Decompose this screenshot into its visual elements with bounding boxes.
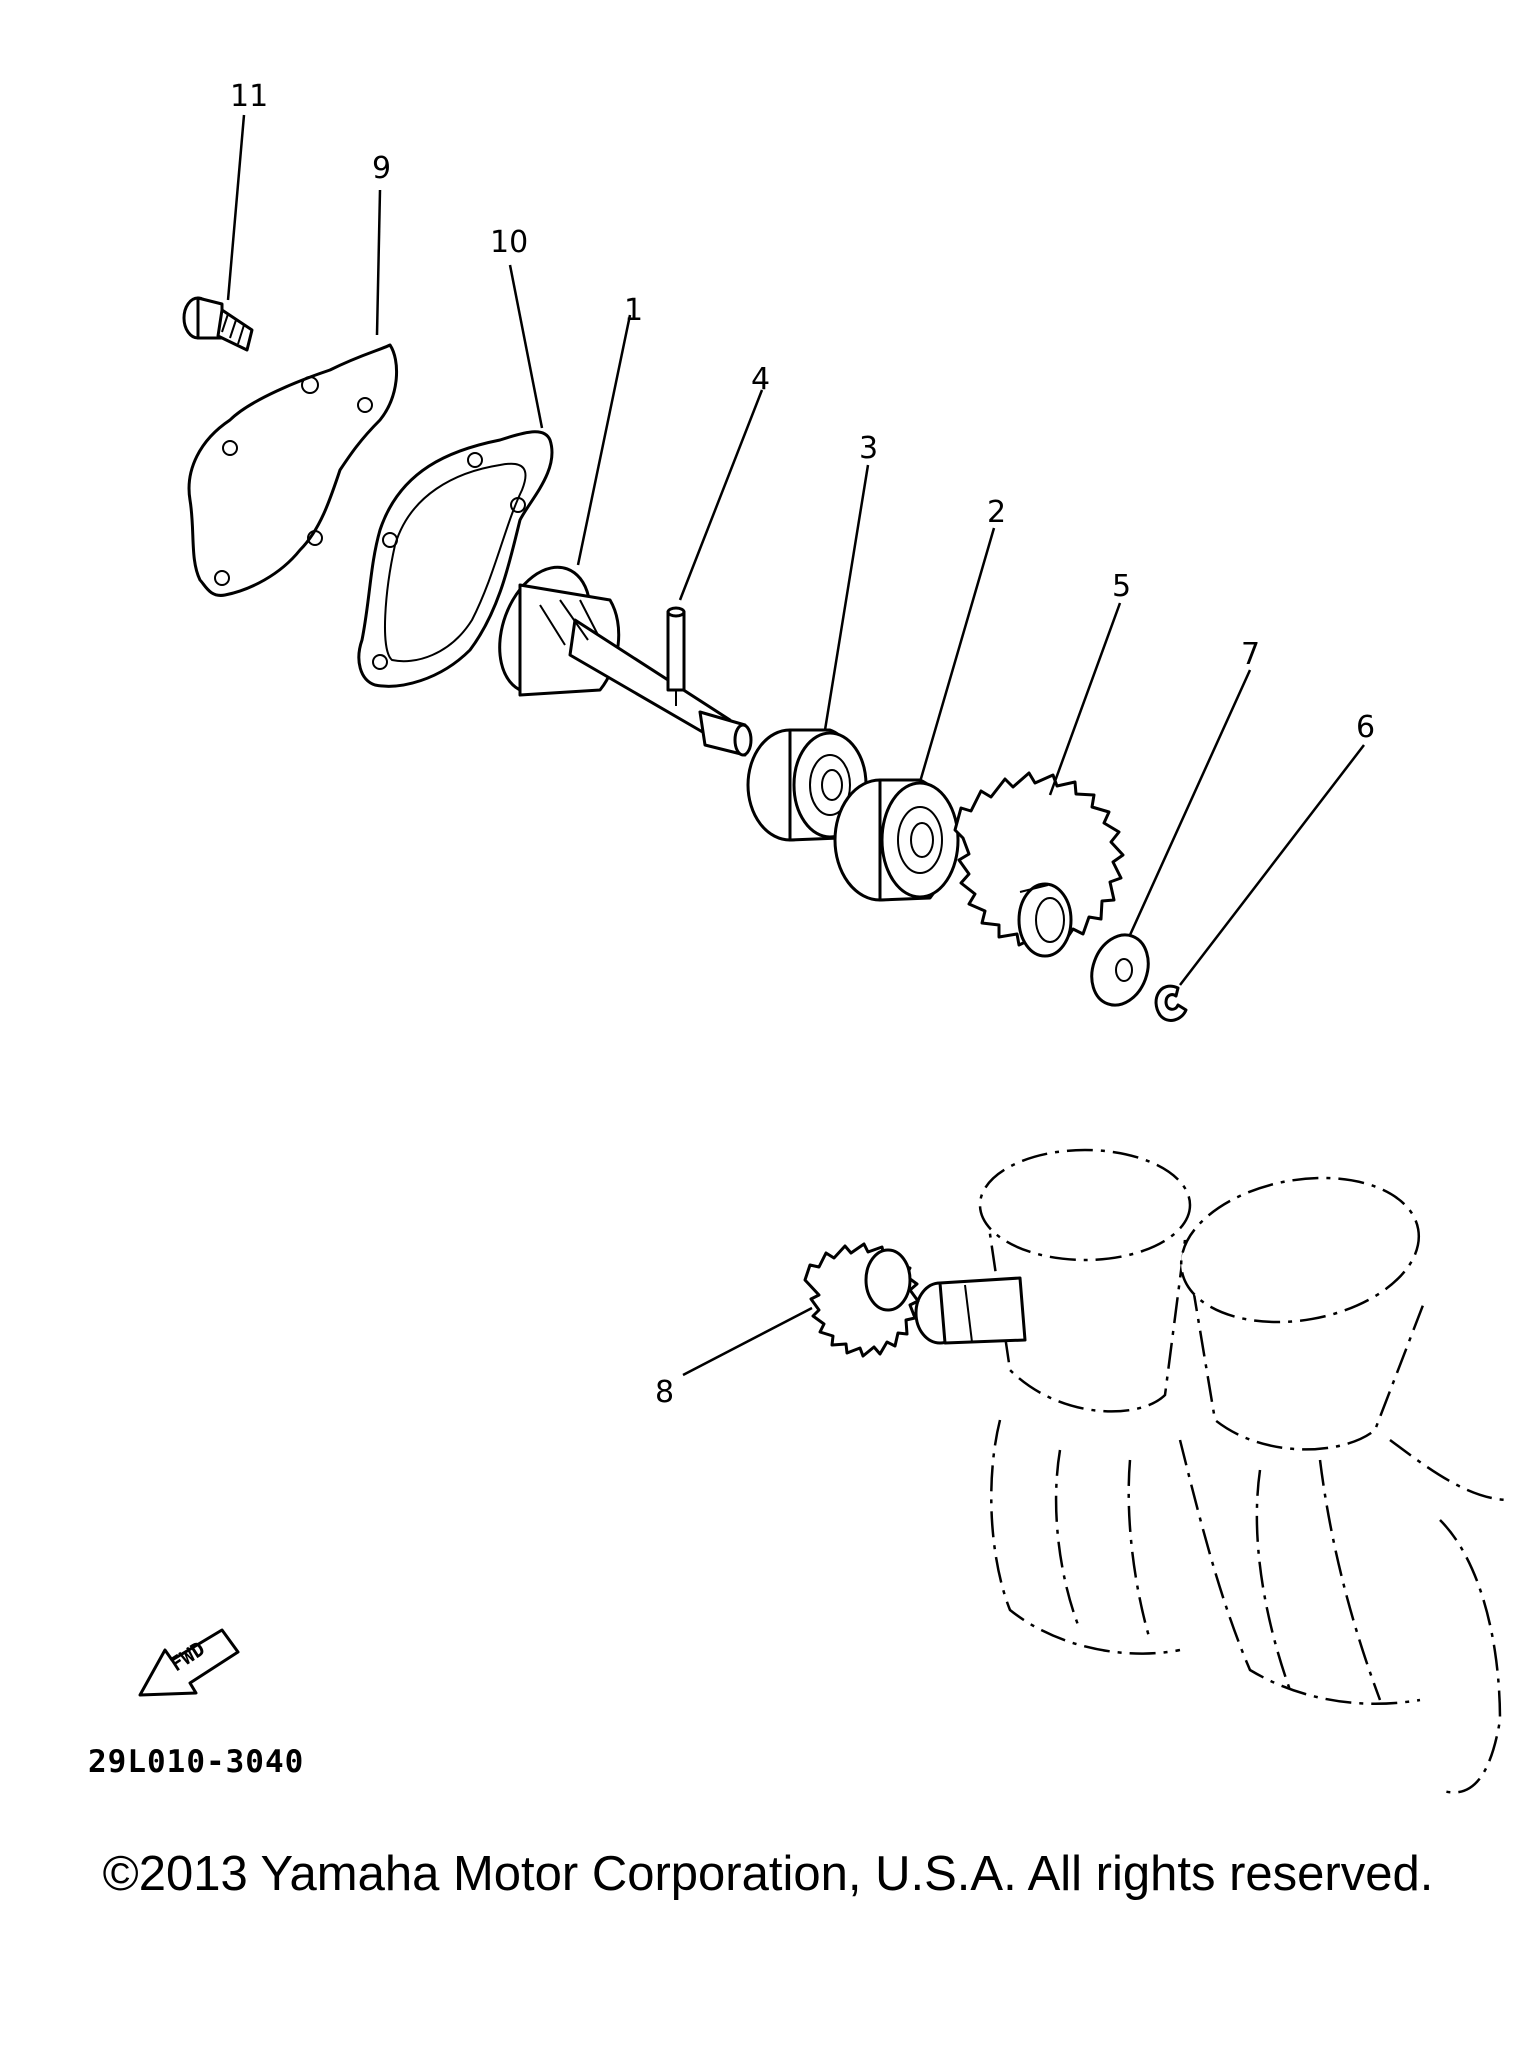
callout-4: 4: [751, 362, 770, 397]
callout-1: 1: [624, 293, 643, 328]
part-4-pin: [666, 606, 686, 706]
callout-8: 8: [655, 1375, 674, 1410]
callout-6: 6: [1356, 710, 1375, 745]
part-2-bearing: [833, 778, 960, 902]
callout-5: 5: [1112, 569, 1131, 604]
part-5-driven-gear: [953, 771, 1125, 958]
part-1-impeller-shaft: [498, 565, 753, 757]
callout-2: 2: [987, 495, 1006, 530]
fwd-arrow-icon: FWD: [138, 1628, 240, 1697]
callout-10: 10: [490, 225, 528, 260]
leader-lines: [226, 114, 1365, 1377]
callout-labels: 11 9 10 1 4 3 2 5 7 6 8: [230, 79, 1375, 1410]
callout-7: 7: [1241, 637, 1260, 672]
diagram-code: 29L010-3040: [88, 1744, 305, 1780]
part-11-bolt: [182, 296, 254, 352]
part-6-circlip: [1154, 984, 1188, 1022]
engine-block-outline: [914, 1148, 1511, 1794]
part-9-pump-cover: [187, 343, 399, 597]
callout-3: 3: [859, 431, 878, 466]
part-7-washer: [1090, 933, 1150, 1007]
part-10-pump-gasket: [357, 430, 554, 688]
copyright-notice: ©2013 Yamaha Motor Corporation, U.S.A. A…: [102, 1847, 1434, 1901]
callout-11: 11: [230, 79, 268, 114]
callout-9: 9: [372, 151, 391, 186]
part-8-drive-gear: [803, 1242, 920, 1358]
